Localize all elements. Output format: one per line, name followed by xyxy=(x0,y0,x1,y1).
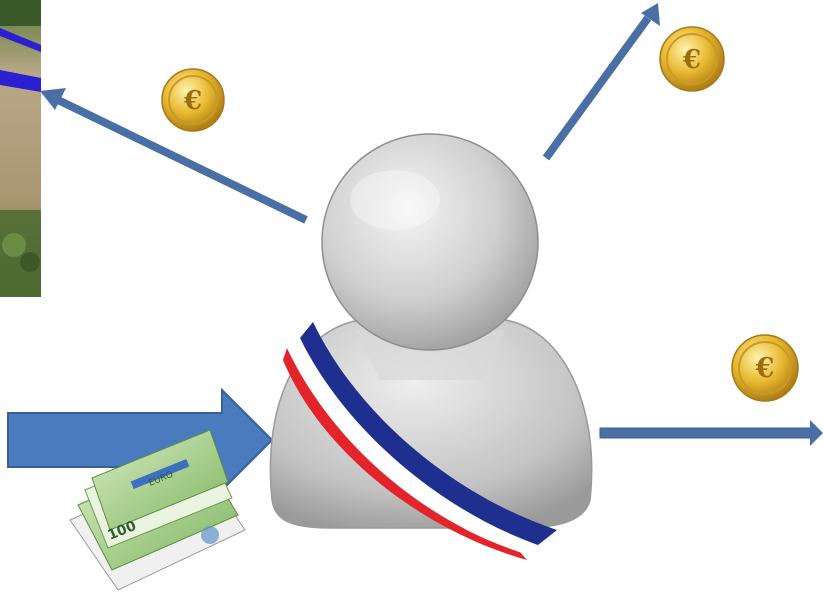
euro-coin-3 xyxy=(731,334,799,402)
mayor-person-icon xyxy=(269,133,593,529)
arrow-up-right xyxy=(542,3,660,161)
euro-coin-1 xyxy=(161,68,225,132)
euro-symbol-3: € xyxy=(755,353,775,384)
euro-symbol-2: € xyxy=(682,45,701,75)
euro-banknotes: 100 EURO xyxy=(69,429,246,591)
arrow-to-photo xyxy=(40,88,308,224)
landscape-photo xyxy=(0,0,41,297)
euro-symbol-1: € xyxy=(183,86,202,116)
arrow-right xyxy=(599,420,823,446)
euro-coin-2 xyxy=(659,26,725,92)
tricolor-sash xyxy=(283,322,557,560)
